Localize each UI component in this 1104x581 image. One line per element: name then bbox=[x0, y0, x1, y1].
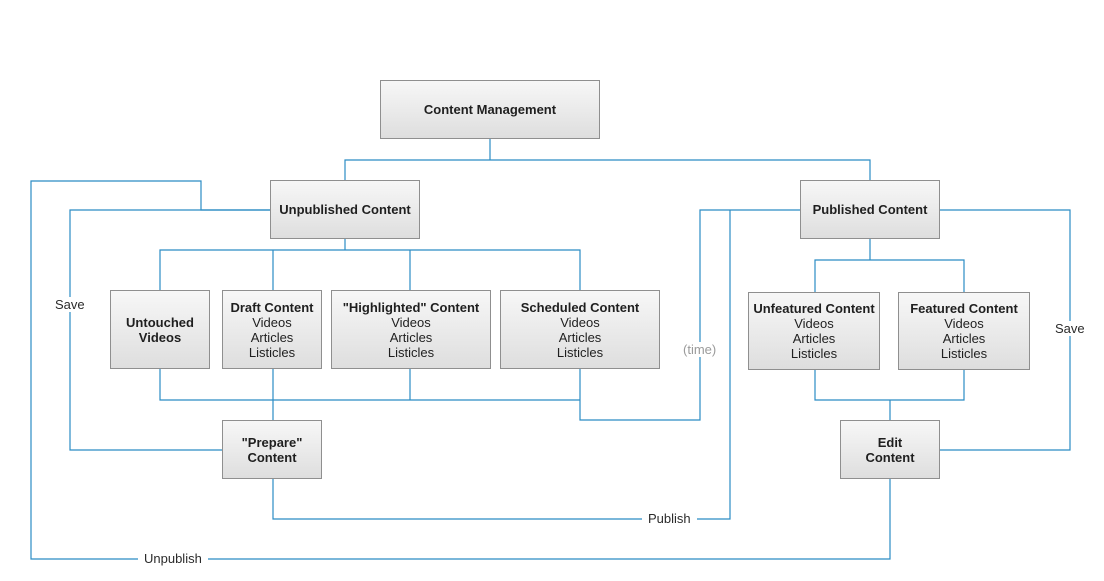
highlighted-content-node: "Highlighted" Content Videos Articles Li… bbox=[331, 290, 491, 369]
unfeatured-content-item: Videos bbox=[794, 316, 834, 331]
untouched-videos-title: Untouched Videos bbox=[126, 314, 194, 345]
unpublished-content-node: Unpublished Content bbox=[270, 180, 420, 239]
connector-unpublish bbox=[30, 180, 891, 560]
time-label: (time) bbox=[680, 342, 720, 357]
scheduled-content-item: Videos bbox=[560, 314, 600, 330]
edit-content-title: Edit Content bbox=[865, 434, 915, 465]
unpublished-content-title: Unpublished Content bbox=[279, 202, 411, 217]
highlighted-content-item: Listicles bbox=[387, 344, 435, 360]
connector-to-edit bbox=[814, 370, 965, 420]
content-management-node: Content Management bbox=[380, 80, 600, 139]
scheduled-content-title: Scheduled Content bbox=[520, 299, 640, 315]
untouched-videos-node: Untouched Videos bbox=[110, 290, 210, 369]
draft-content-item: Listicles bbox=[248, 344, 296, 360]
save-left-label: Save bbox=[52, 297, 88, 312]
draft-content-item: Articles bbox=[250, 329, 294, 345]
content-management-title: Content Management bbox=[423, 102, 557, 117]
unpublish-label: Unpublish bbox=[138, 551, 208, 566]
connector-publish bbox=[272, 210, 731, 520]
connector-save-left bbox=[69, 209, 270, 451]
prepare-content-node: "Prepare" Content bbox=[222, 420, 322, 479]
featured-content-title: Featured Content bbox=[910, 301, 1018, 316]
save-right-label: Save bbox=[1052, 321, 1088, 336]
scheduled-content-item: Listicles bbox=[556, 344, 604, 360]
connector-unpublished-children bbox=[159, 239, 581, 290]
featured-content-item: Listicles bbox=[940, 346, 988, 361]
unfeatured-content-item: Listicles bbox=[790, 346, 838, 361]
highlighted-content-title: "Highlighted" Content bbox=[342, 299, 480, 315]
unfeatured-content-title: Unfeatured Content bbox=[753, 301, 875, 316]
published-content-node: Published Content bbox=[800, 180, 940, 239]
connector-published-children bbox=[814, 239, 965, 292]
highlighted-content-item: Articles bbox=[389, 329, 433, 345]
publish-label: Publish bbox=[642, 511, 697, 526]
draft-content-node: Draft Content Videos Articles Listicles bbox=[222, 290, 322, 369]
featured-content-node: Featured Content Videos Articles Listicl… bbox=[898, 292, 1030, 370]
connector-time bbox=[579, 209, 800, 421]
prepare-content-title: "Prepare" Content bbox=[241, 434, 303, 465]
published-content-title: Published Content bbox=[812, 202, 928, 217]
draft-content-item: Videos bbox=[252, 314, 292, 330]
unfeatured-content-item: Articles bbox=[792, 331, 836, 346]
draft-content-title: Draft Content bbox=[230, 299, 314, 315]
scheduled-content-node: Scheduled Content Videos Articles Listic… bbox=[500, 290, 660, 369]
connector-root-split bbox=[344, 139, 871, 180]
featured-content-item: Articles bbox=[942, 331, 986, 346]
unfeatured-content-node: Unfeatured Content Videos Articles Listi… bbox=[748, 292, 880, 370]
edit-content-node: Edit Content bbox=[840, 420, 940, 479]
connector-children-to-prepare bbox=[159, 369, 580, 420]
scheduled-content-item: Articles bbox=[558, 329, 602, 345]
featured-content-item: Videos bbox=[944, 316, 984, 331]
highlighted-content-item: Videos bbox=[391, 314, 431, 330]
